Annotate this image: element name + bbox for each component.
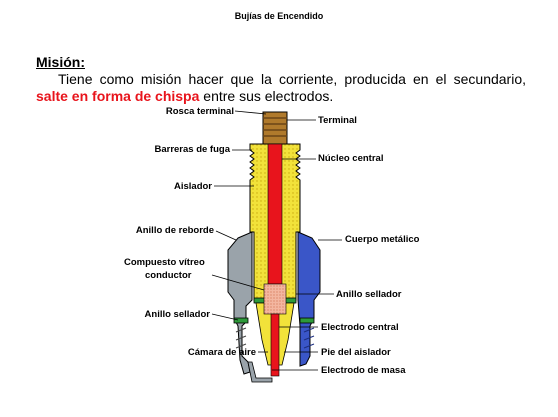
label-compuesto-vitreo: Compuesto vítreo [124,257,205,268]
label-electrodo-central: Electrodo central [321,322,399,333]
metal-body [297,231,321,367]
ground-electrode [247,361,273,383]
seal-ring-lower [233,317,249,324]
label-anillo-sellador-left: Anillo sellador [144,309,210,320]
label-anillo-de-reborde: Anillo de reborde [135,225,214,236]
mission-label: Misión: [36,54,85,70]
page-title: Bujías de Encendido [234,11,324,21]
label-anillo-sellador-right: Anillo sellador [336,289,402,300]
label-conductor: conductor [145,270,192,281]
label-nucleo-central: Núcleo central [318,153,384,164]
label-pie-del-aislador: Pie del aislador [321,347,391,358]
glass-compound [263,283,287,315]
label-camara-de-aire: Cámara de aire [187,347,256,358]
mission-text-after: entre sus electrodos. [199,88,334,104]
mission-text-before: Tiene como misión hacer que la corriente… [58,71,526,87]
label-rosca-terminal: Rosca terminal [165,106,234,117]
mission-highlight: salte en forma de chispa [36,88,200,104]
mission-text: Tiene como misión hacer que la corriente… [36,71,526,105]
label-terminal: Terminal [318,115,357,126]
label-aislador: Aislador [173,181,212,192]
label-barreras-de-fuga: Barreras de fuga [154,144,230,155]
central-core [267,143,283,285]
shell-threads [235,327,315,349]
label-cuerpo-metalico: Cuerpo metálico [345,234,420,245]
terminal-part [262,111,288,145]
leader-lines [211,110,342,371]
label-electrodo-de-masa: Electrodo de masa [321,365,406,376]
central-electrode [270,313,280,377]
seal-ring-lower-right [299,317,315,324]
